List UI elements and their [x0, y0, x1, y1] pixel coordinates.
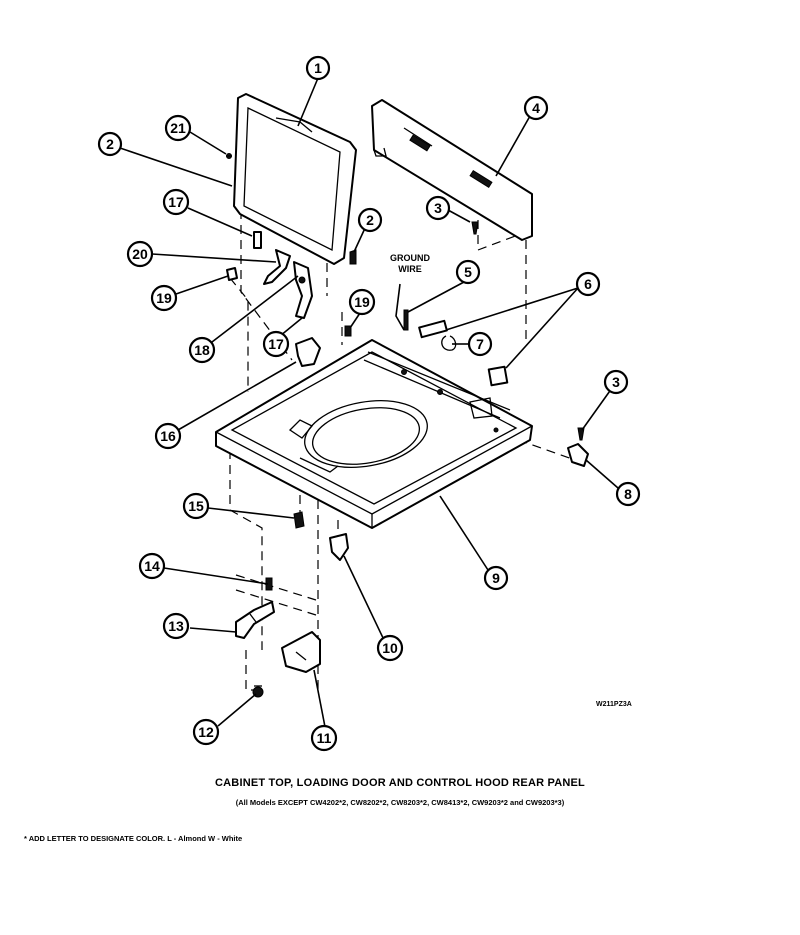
callout-9: 9: [483, 565, 509, 591]
callout-16: 16: [154, 422, 182, 450]
svg-text:18: 18: [194, 342, 210, 358]
svg-text:9: 9: [492, 570, 500, 586]
loading-door: [233, 93, 357, 265]
svg-text:6: 6: [584, 276, 592, 292]
callout-17: 17: [162, 188, 190, 216]
svg-text:21: 21: [170, 120, 186, 136]
callout-19: 19: [348, 288, 376, 316]
callout-3: 3: [425, 195, 451, 221]
svg-text:20: 20: [132, 246, 148, 262]
svg-text:11: 11: [317, 730, 332, 746]
callout-20: 20: [126, 240, 154, 268]
svg-text:3: 3: [434, 200, 442, 216]
svg-text:2: 2: [366, 212, 374, 228]
svg-text:19: 19: [156, 290, 172, 306]
screws: [226, 153, 585, 441]
callout-19: 19: [150, 284, 178, 312]
callout-11: 11: [310, 724, 338, 752]
callout-14: 14: [138, 552, 166, 580]
svg-text:16: 16: [160, 428, 176, 444]
svg-text:19: 19: [354, 294, 370, 310]
callout-1: 1: [305, 55, 331, 81]
svg-text:17: 17: [268, 336, 284, 352]
callout-2: 2: [357, 207, 383, 233]
ground-wire-label-2: WIRE: [398, 264, 422, 274]
lower-bracket-assembly: [235, 577, 321, 698]
control-hood-rear-panel: [371, 99, 533, 241]
callout-6: 6: [575, 271, 601, 297]
svg-text:13: 13: [168, 618, 184, 634]
svg-text:2: 2: [106, 136, 114, 152]
callout-10: 10: [376, 634, 404, 662]
callout-15: 15: [182, 492, 210, 520]
hinge-assembly: [253, 231, 313, 319]
ground-wire-parts: [395, 283, 509, 387]
callout-13: 13: [162, 612, 190, 640]
svg-text:12: 12: [198, 724, 214, 740]
leader-lines: [119, 77, 619, 733]
model-exceptions: (All Models EXCEPT CW4202*2, CW8202*2, C…: [235, 798, 565, 807]
svg-text:14: 14: [144, 558, 160, 574]
callout-7: 7: [467, 331, 493, 357]
color-note: * ADD LETTER TO DESIGNATE COLOR. L - Alm…: [24, 834, 243, 843]
callout-17: 17: [262, 330, 290, 358]
switch-actuator: [295, 337, 321, 367]
callout-8: 8: [615, 481, 641, 507]
parts-diagram: GROUND WIRE W211PZ3A 1 2 2 3 3 4 5 6 7 8…: [97, 55, 641, 752]
callout-4: 4: [523, 95, 549, 121]
svg-text:1: 1: [314, 60, 322, 76]
drawing-code: W211PZ3A: [596, 701, 632, 708]
callout-2: 2: [97, 131, 123, 157]
svg-text:4: 4: [532, 100, 540, 116]
lid-stop: [329, 533, 349, 561]
svg-text:8: 8: [624, 486, 632, 502]
rear-bracket: [567, 443, 589, 467]
svg-text:10: 10: [382, 640, 398, 656]
svg-text:17: 17: [168, 194, 184, 210]
diagram-title: CABINET TOP, LOADING DOOR AND CONTROL HO…: [215, 777, 585, 789]
svg-text:5: 5: [464, 264, 472, 280]
cabinet-top: [215, 339, 533, 529]
callout-12: 12: [192, 718, 220, 746]
ground-wire-label: GROUND: [390, 253, 430, 263]
svg-text:7: 7: [476, 336, 484, 352]
svg-text:3: 3: [612, 374, 620, 390]
callout-5: 5: [455, 259, 481, 285]
clip: [293, 511, 305, 529]
svg-text:15: 15: [188, 498, 204, 514]
callout-3: 3: [603, 369, 629, 395]
callout-21: 21: [164, 114, 192, 142]
callout-18: 18: [188, 336, 216, 364]
